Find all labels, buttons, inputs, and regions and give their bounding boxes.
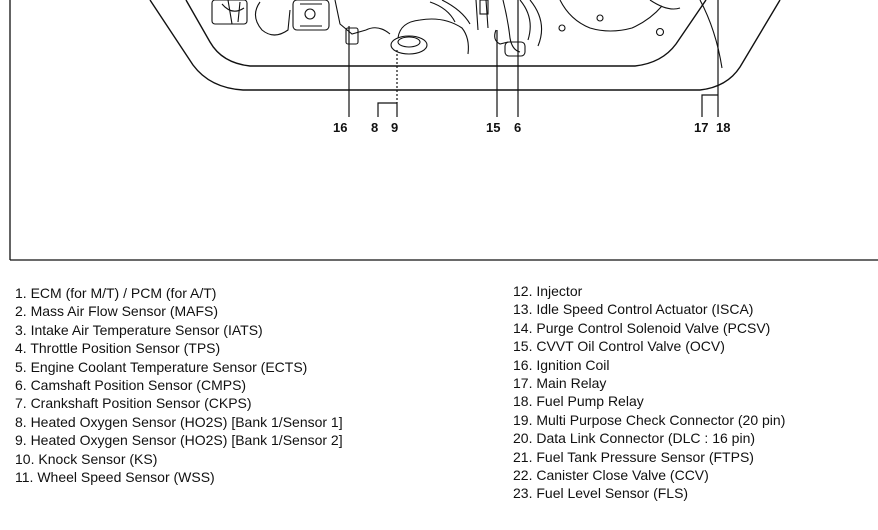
vehicle-body-outline (149, 0, 781, 91)
legend-item: 4. Throttle Position Sensor (TPS) (15, 340, 221, 357)
legend-item: 20. Data Link Connector (DLC : 16 pin) (513, 430, 756, 447)
legend-item: 9. Heated Oxygen Sensor (HO2S) [Bank 1/S… (15, 432, 343, 449)
legend-item: 19. Multi Purpose Check Connector (20 pi… (513, 411, 786, 428)
engine-components (211, 0, 723, 69)
callout-15: 15 (486, 120, 500, 135)
legend-item: 13. Idle Speed Control Actuator (ISCA) (513, 301, 754, 318)
legend-item: 10. Knock Sensor (KS) (15, 450, 158, 467)
component-legend-right: 12. Injector 13. Idle Speed Control Actu… (513, 282, 785, 503)
legend-item: 23. Fuel Level Sensor (FLS) (513, 485, 689, 502)
callout-17: 17 (694, 120, 708, 135)
legend-item: 17. Main Relay (513, 375, 607, 392)
legend-item: 3. Intake Air Temperature Sensor (IATS) (15, 321, 263, 338)
legend-item: 18. Fuel Pump Relay (513, 393, 644, 410)
legend-item: 6. Camshaft Position Sensor (CMPS) (15, 377, 247, 394)
legend-item: 14. Purge Control Solenoid Valve (PCSV) (513, 319, 771, 336)
callout-6: 6 (514, 120, 521, 135)
legend-item: 21. Fuel Tank Pressure Sensor (FTPS) (513, 448, 754, 465)
legend-item: 1. ECM (for M/T) / PCM (for A/T) (15, 285, 217, 301)
legend-item: 15. CVVT Oil Control Valve (OCV) (513, 338, 725, 355)
legend-item: 11. Wheel Speed Sensor (WSS) (15, 469, 215, 486)
callout-16: 16 (333, 120, 347, 135)
legend-item: 22. Canister Close Valve (CCV) (513, 467, 709, 484)
legend-item: 7. Crankshaft Position Sensor (CKPS) (15, 395, 252, 412)
legend-item: 16. Ignition Coil (513, 356, 610, 373)
legend-item: 8. Heated Oxygen Sensor (HO2S) [Bank 1/S… (15, 413, 343, 430)
callout-18: 18 (716, 120, 730, 135)
callout-8: 8 (371, 120, 378, 135)
callout-leaders (348, 0, 719, 117)
legend-item: 2. Mass Air Flow Sensor (MAFS) (15, 303, 219, 320)
engine-bay-figure: 16 8 9 15 6 17 18 (9, 0, 878, 261)
component-legend-left: 1. ECM (for M/T) / PCM (for A/T) 2. Mass… (15, 284, 343, 486)
legend-item: 12. Injector (513, 283, 583, 299)
callout-9: 9 (391, 120, 398, 135)
legend-item: 5. Engine Coolant Temperature Sensor (EC… (15, 358, 308, 375)
